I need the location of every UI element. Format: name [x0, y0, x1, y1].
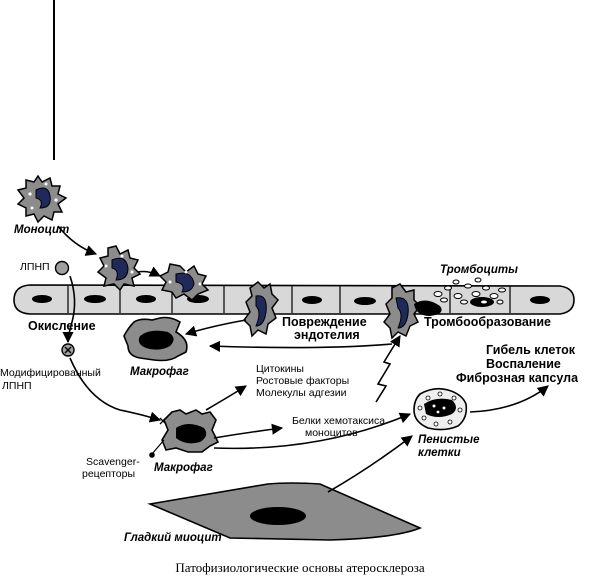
scavenger-label-2: рецепторы	[82, 468, 136, 480]
smooth-muscle-cell	[147, 482, 423, 541]
outcome-label-2: Воспаление	[486, 357, 561, 371]
transmigrating-monocyte-1	[243, 281, 279, 338]
adhesion-molecules-label: Молекулы адгезии	[256, 387, 347, 399]
oxidation-label: Окисление	[28, 319, 96, 333]
foam-cells-label-1: Пенистые	[418, 434, 480, 446]
figure-caption: Патофизиологические основы атеросклероза	[175, 560, 425, 575]
macrophage-top-label: Макрофаг	[130, 366, 189, 378]
modified-ldl-particle	[61, 343, 75, 357]
monocyte-cell	[16, 174, 68, 224]
arrow-macrophage-to-foam	[213, 412, 412, 450]
arrow-to-chemotaxis	[213, 423, 284, 439]
arrow-from-transmigration	[208, 340, 393, 352]
arrow-to-macrophage-top	[184, 319, 247, 337]
arrow-chemotaxis-zigzag	[375, 335, 401, 403]
modified-ldl-label-1: Модифицированный	[0, 367, 101, 379]
macrophage-mid-label: Макрофаг	[154, 462, 213, 474]
outcome-label-3: Фиброзная капсула	[456, 371, 579, 385]
foam-cell	[413, 387, 468, 431]
arrow-monocyte-to-adhesion	[57, 225, 98, 256]
arrow-adhesion	[137, 266, 162, 277]
macrophage-middle-cell	[161, 409, 220, 453]
arrow-ldl-to-oxidation	[62, 275, 76, 344]
thrombus-mass	[414, 300, 442, 316]
cytokines-label: Цитокины	[256, 363, 304, 375]
endothelium-layer	[13, 284, 575, 315]
platelets-cluster	[433, 277, 506, 305]
scavenger-label-1: Scavenger-	[86, 456, 140, 468]
arrows	[57, 225, 549, 493]
ldl-label: ЛПНП	[20, 261, 50, 273]
endothelial-damage-label-1: Повреждение	[282, 315, 367, 329]
arrow-to-cytokines	[205, 385, 247, 411]
macrophage-top-cell	[123, 316, 188, 362]
thrombosis-label: Тромбообразование	[424, 315, 551, 329]
arrow-smooth-to-foam	[327, 435, 413, 493]
scavenger-receptor-mark	[159, 417, 167, 425]
monocyte-label: Моноцит	[14, 224, 70, 236]
scavenger-pointer	[149, 439, 165, 458]
transmigrating-monocyte-2	[383, 283, 421, 340]
chemotaxis-label-1: Белки хемотаксиса	[292, 415, 386, 427]
smooth-myocyte-label: Гладкий миоцит	[124, 532, 222, 544]
foam-cells-label-2: клетки	[418, 447, 461, 459]
outcome-label-1: Гибель клеток	[486, 343, 576, 357]
modified-ldl-label-2: ЛПНП	[2, 380, 32, 392]
adhering-monocyte-1	[96, 245, 142, 292]
growth-factors-label: Ростовые факторы	[256, 375, 350, 387]
platelets-label: Тромбоциты	[440, 264, 518, 276]
adhering-monocyte-2	[158, 263, 210, 301]
arrow-modified-to-macrophage	[69, 357, 162, 423]
ldl-particle	[54, 260, 70, 276]
endothelial-damage-label-2: эндотелия	[294, 328, 360, 342]
arrow-foam-to-outcome	[469, 385, 549, 413]
chemotaxis-label-2: моноцитов	[305, 427, 358, 439]
